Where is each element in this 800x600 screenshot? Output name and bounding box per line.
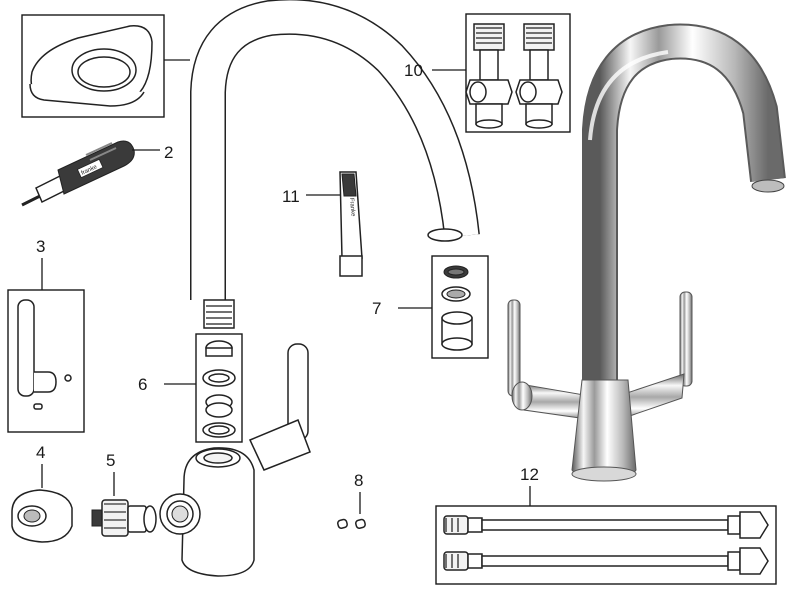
valve-left xyxy=(465,23,513,129)
callout-7: 7 xyxy=(372,299,381,318)
callout-6: 6 xyxy=(138,375,147,394)
valve-right xyxy=(515,23,563,129)
wand-brand-stamp: Franke xyxy=(348,198,356,218)
part-8-grub-screws xyxy=(337,518,366,529)
part-10-isolation-valves xyxy=(465,13,571,133)
callout-10: 10 xyxy=(404,61,423,80)
ghost-tap-body xyxy=(159,343,311,577)
hose-top xyxy=(443,511,769,539)
callout-4: 4 xyxy=(36,443,45,462)
hose-bottom xyxy=(443,547,769,575)
part-4-nut xyxy=(11,489,73,543)
ghost-spout xyxy=(190,0,480,329)
part-5-cartridge xyxy=(91,499,157,537)
callout-5: 5 xyxy=(106,451,115,470)
callout-8: 8 xyxy=(354,471,363,490)
part-3-lever-handle xyxy=(7,289,85,433)
part-2-tool-key: franke xyxy=(21,140,135,207)
callout-11: 11 xyxy=(282,187,300,206)
callout-12: 12 xyxy=(520,465,539,484)
callout-3: 3 xyxy=(36,237,45,256)
part-1-base-plate xyxy=(21,14,165,118)
part-6-seal-rings xyxy=(195,333,243,443)
assembled-tap-chrome xyxy=(507,23,786,482)
part-7-aerator xyxy=(431,255,489,359)
part-12-flexible-hoses xyxy=(435,505,777,585)
part-11-wand: Franke xyxy=(339,171,363,277)
callout-2: 2 xyxy=(164,143,173,162)
